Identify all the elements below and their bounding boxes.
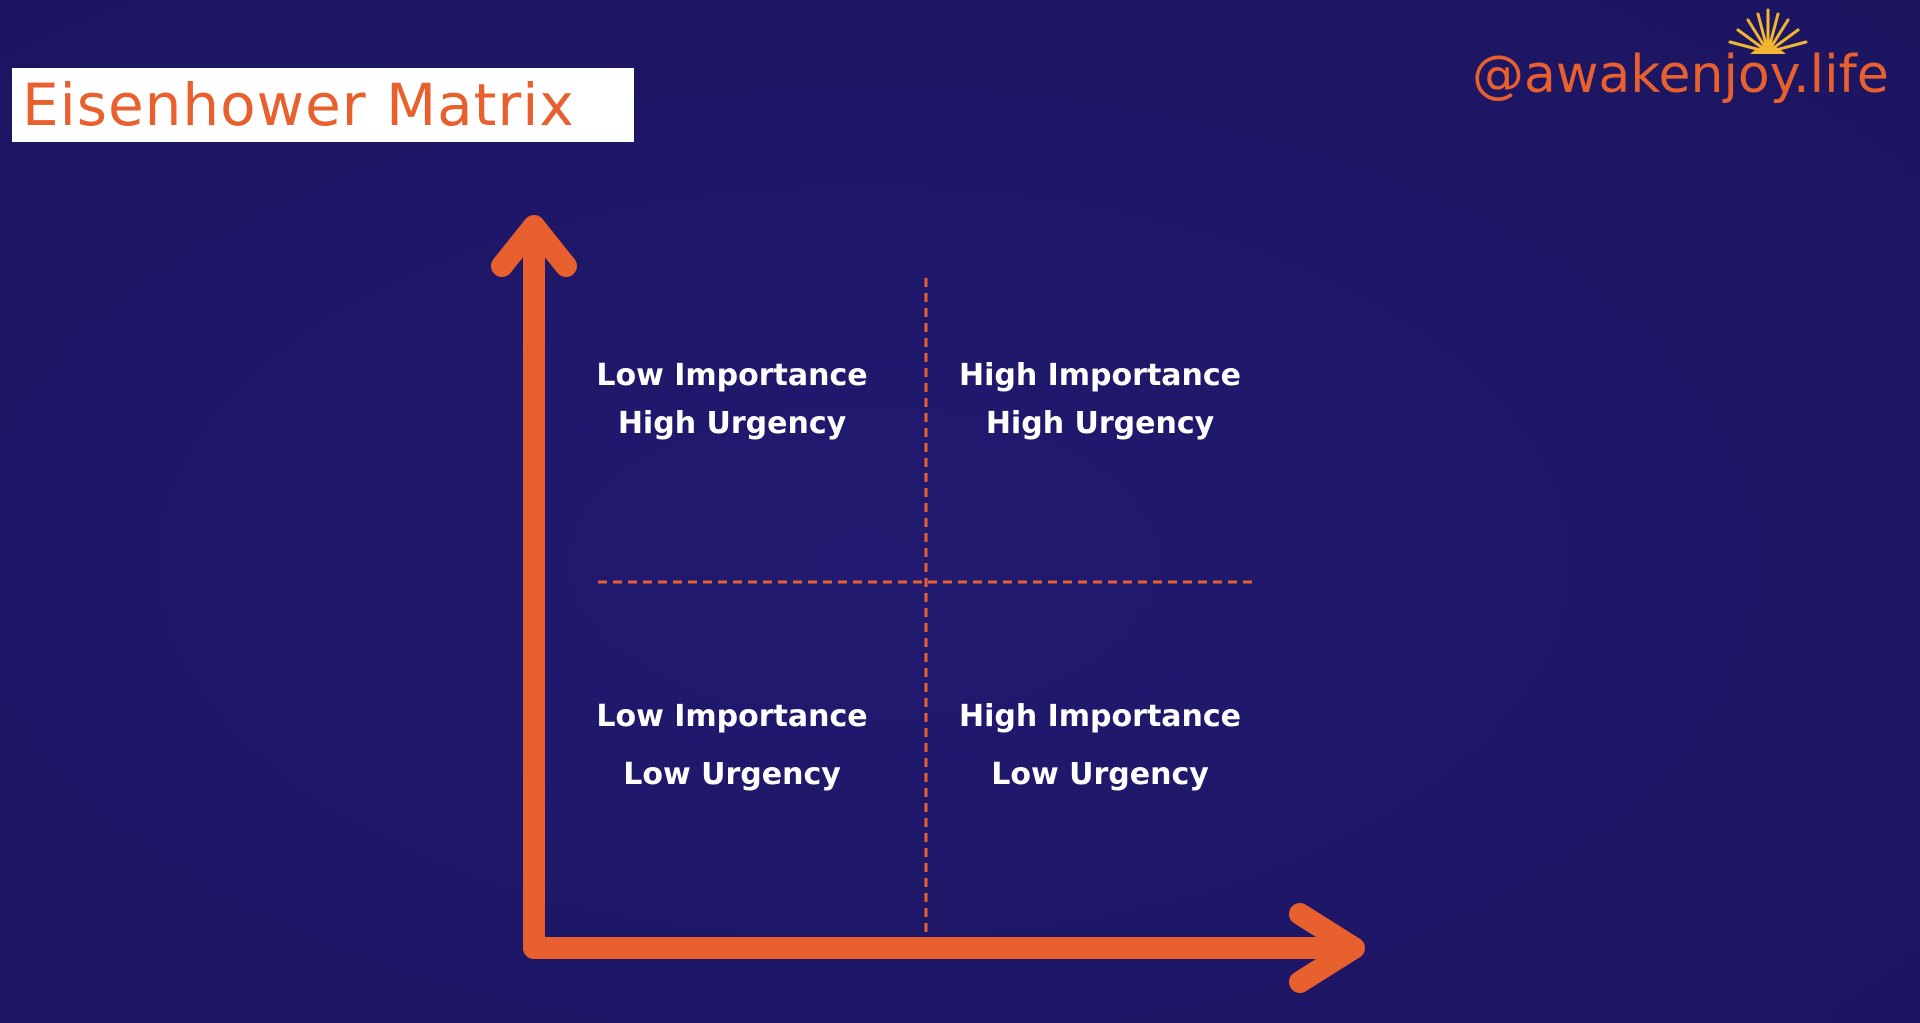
- brand-handle: @awakenjoy.life: [1472, 45, 1889, 105]
- page-title: Eisenhower Matrix: [22, 71, 575, 139]
- quadrant-line-2: High Urgency: [985, 406, 1215, 441]
- quadrant-line-2: Low Urgency: [623, 757, 841, 792]
- quadrant-line-1: High Importance: [958, 699, 1242, 734]
- quadrant-line-1: Low Importance: [596, 358, 868, 393]
- sun-rays-icon: [1728, 8, 1808, 54]
- title-banner: Eisenhower Matrix: [12, 68, 634, 142]
- x-axis-arrowhead: [1289, 903, 1365, 993]
- quadrant-high-importance-high-urgency: High Importance High Urgency: [940, 352, 1260, 448]
- quadrant-line-1: High Importance: [958, 358, 1242, 393]
- quadrant-low-importance-high-urgency: Low Importance High Urgency: [572, 352, 892, 448]
- quadrant-line-2: Low Urgency: [991, 757, 1209, 792]
- quadrant-high-importance-low-urgency: High Importance Low Urgency: [940, 688, 1260, 804]
- y-axis-arrowhead: [491, 215, 577, 277]
- quadrant-line-1: Low Importance: [596, 699, 868, 734]
- quadrant-line-2: High Urgency: [617, 406, 847, 441]
- quadrant-low-importance-low-urgency: Low Importance Low Urgency: [572, 688, 892, 804]
